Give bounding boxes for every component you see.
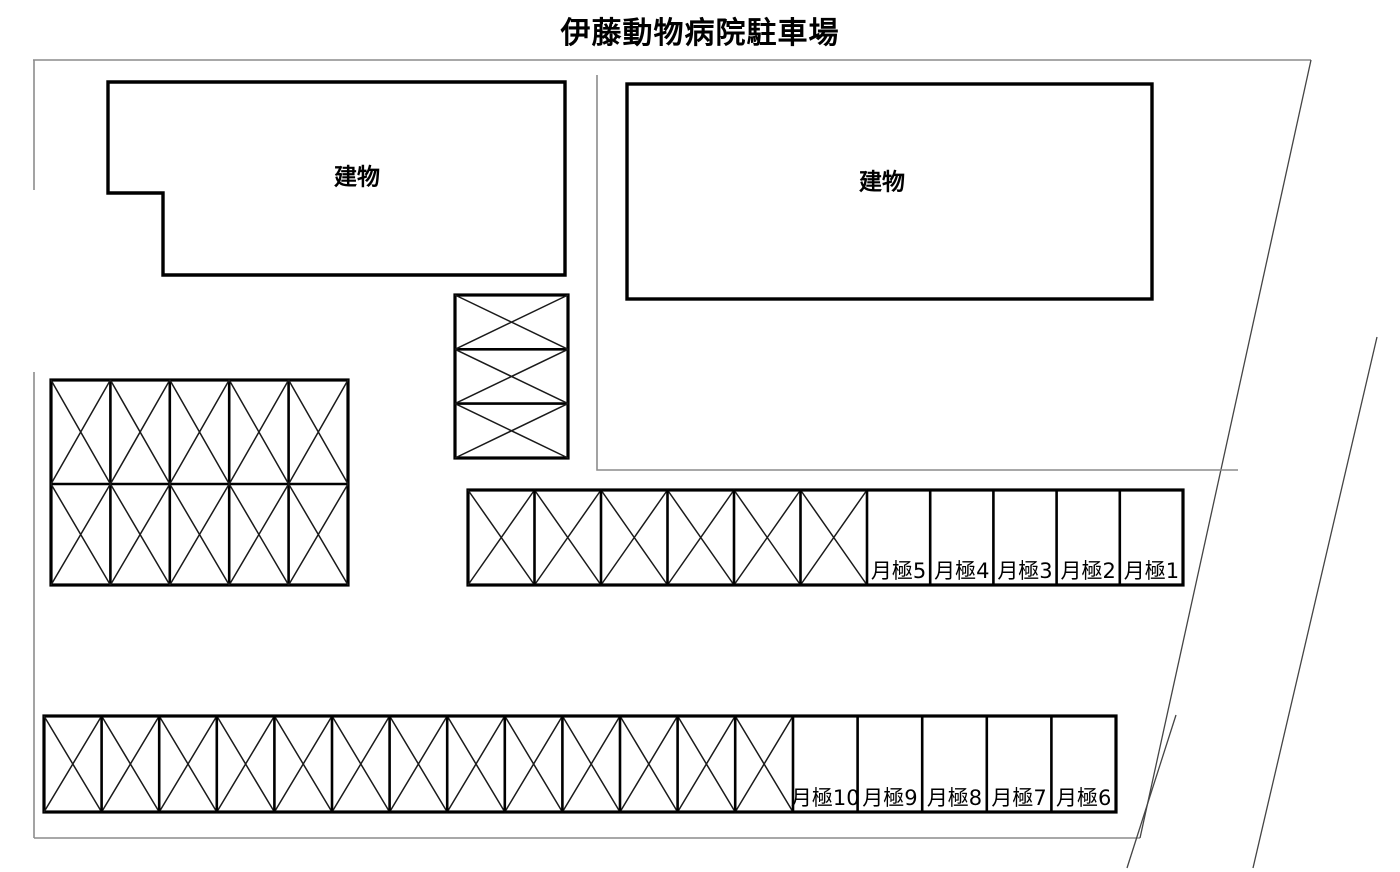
stall-cross <box>100 715 160 813</box>
stall-cross <box>50 379 112 485</box>
stall-label-tsukigime-9: 月極9 <box>862 786 917 810</box>
building-left: 建物 <box>106 80 567 277</box>
stall-cross <box>109 483 171 586</box>
stall-cross <box>287 379 349 485</box>
stall-label-tsukigime-8: 月極8 <box>927 786 982 810</box>
stall-cross <box>169 483 230 586</box>
property-boundary <box>33 59 1311 839</box>
stall-cross <box>561 715 621 813</box>
stall-label-tsukigime-6: 月極6 <box>1056 786 1111 810</box>
bottom-row-outline <box>42 714 1118 814</box>
parking-block-bottom-row: 月極10 月極9 月極8 月極7 月極6 <box>42 714 1118 814</box>
stall-cross <box>169 379 230 485</box>
stall-cross <box>504 715 564 813</box>
stall-label-tsukigime-5: 月極5 <box>871 559 926 583</box>
parking-block-left-grid <box>49 378 350 587</box>
stall-label-tsukigime-4: 月極4 <box>934 559 989 583</box>
page-title: 伊藤動物病院駐車場 <box>560 16 840 51</box>
stall-cross <box>467 489 536 586</box>
stall-cross <box>228 379 290 485</box>
stall-cross <box>619 715 679 813</box>
diagonal-lower-right-edge <box>1126 714 1177 869</box>
stall-cross <box>331 715 391 813</box>
diagonal-main-right-edge <box>1139 59 1312 839</box>
parking-block-middle-row: 月極5 月極4 月極3 月極2 月極1 <box>466 488 1185 587</box>
diagonal-outer-right-edge <box>1252 336 1378 869</box>
stall-cross <box>666 489 735 586</box>
stall-cross <box>600 489 669 586</box>
middle-row-outline <box>466 488 1185 587</box>
stall-cross <box>388 715 448 813</box>
stall-cross <box>733 489 802 586</box>
diagonal-site-edges <box>1126 59 1378 869</box>
stall-cross <box>454 402 569 459</box>
stall-cross <box>533 489 602 586</box>
building-right: 建物 <box>625 82 1154 301</box>
stall-cross <box>216 715 276 813</box>
building-right-label: 建物 <box>859 169 905 196</box>
stall-cross <box>446 715 506 813</box>
stall-cross <box>734 715 794 813</box>
stall-cross <box>454 348 569 405</box>
parking-block-center-stack <box>453 293 570 460</box>
stall-cross <box>43 715 103 813</box>
internal-driveway-lines <box>596 75 1238 471</box>
stall-cross <box>50 483 112 586</box>
stall-cross <box>799 489 868 586</box>
stall-cross <box>109 379 171 485</box>
stall-label-tsukigime-1: 月極1 <box>1124 559 1179 583</box>
stall-cross <box>454 294 569 350</box>
building-right-outline <box>625 82 1154 301</box>
stall-label-tsukigime-2: 月極2 <box>1061 559 1116 583</box>
stall-label-tsukigime-3: 月極3 <box>997 559 1052 583</box>
driveway-divider-line <box>596 75 1238 471</box>
building-left-outline <box>106 80 567 277</box>
stall-cross <box>228 483 290 586</box>
stall-cross <box>287 483 349 586</box>
stall-cross <box>273 715 333 813</box>
stall-cross <box>676 715 736 813</box>
building-left-label: 建物 <box>334 164 380 191</box>
stall-label-tsukigime-7: 月極7 <box>991 786 1046 810</box>
left-grid-outline <box>49 378 350 587</box>
stall-cross <box>158 715 218 813</box>
stall-label-tsukigime-10: 月極10 <box>791 786 860 810</box>
